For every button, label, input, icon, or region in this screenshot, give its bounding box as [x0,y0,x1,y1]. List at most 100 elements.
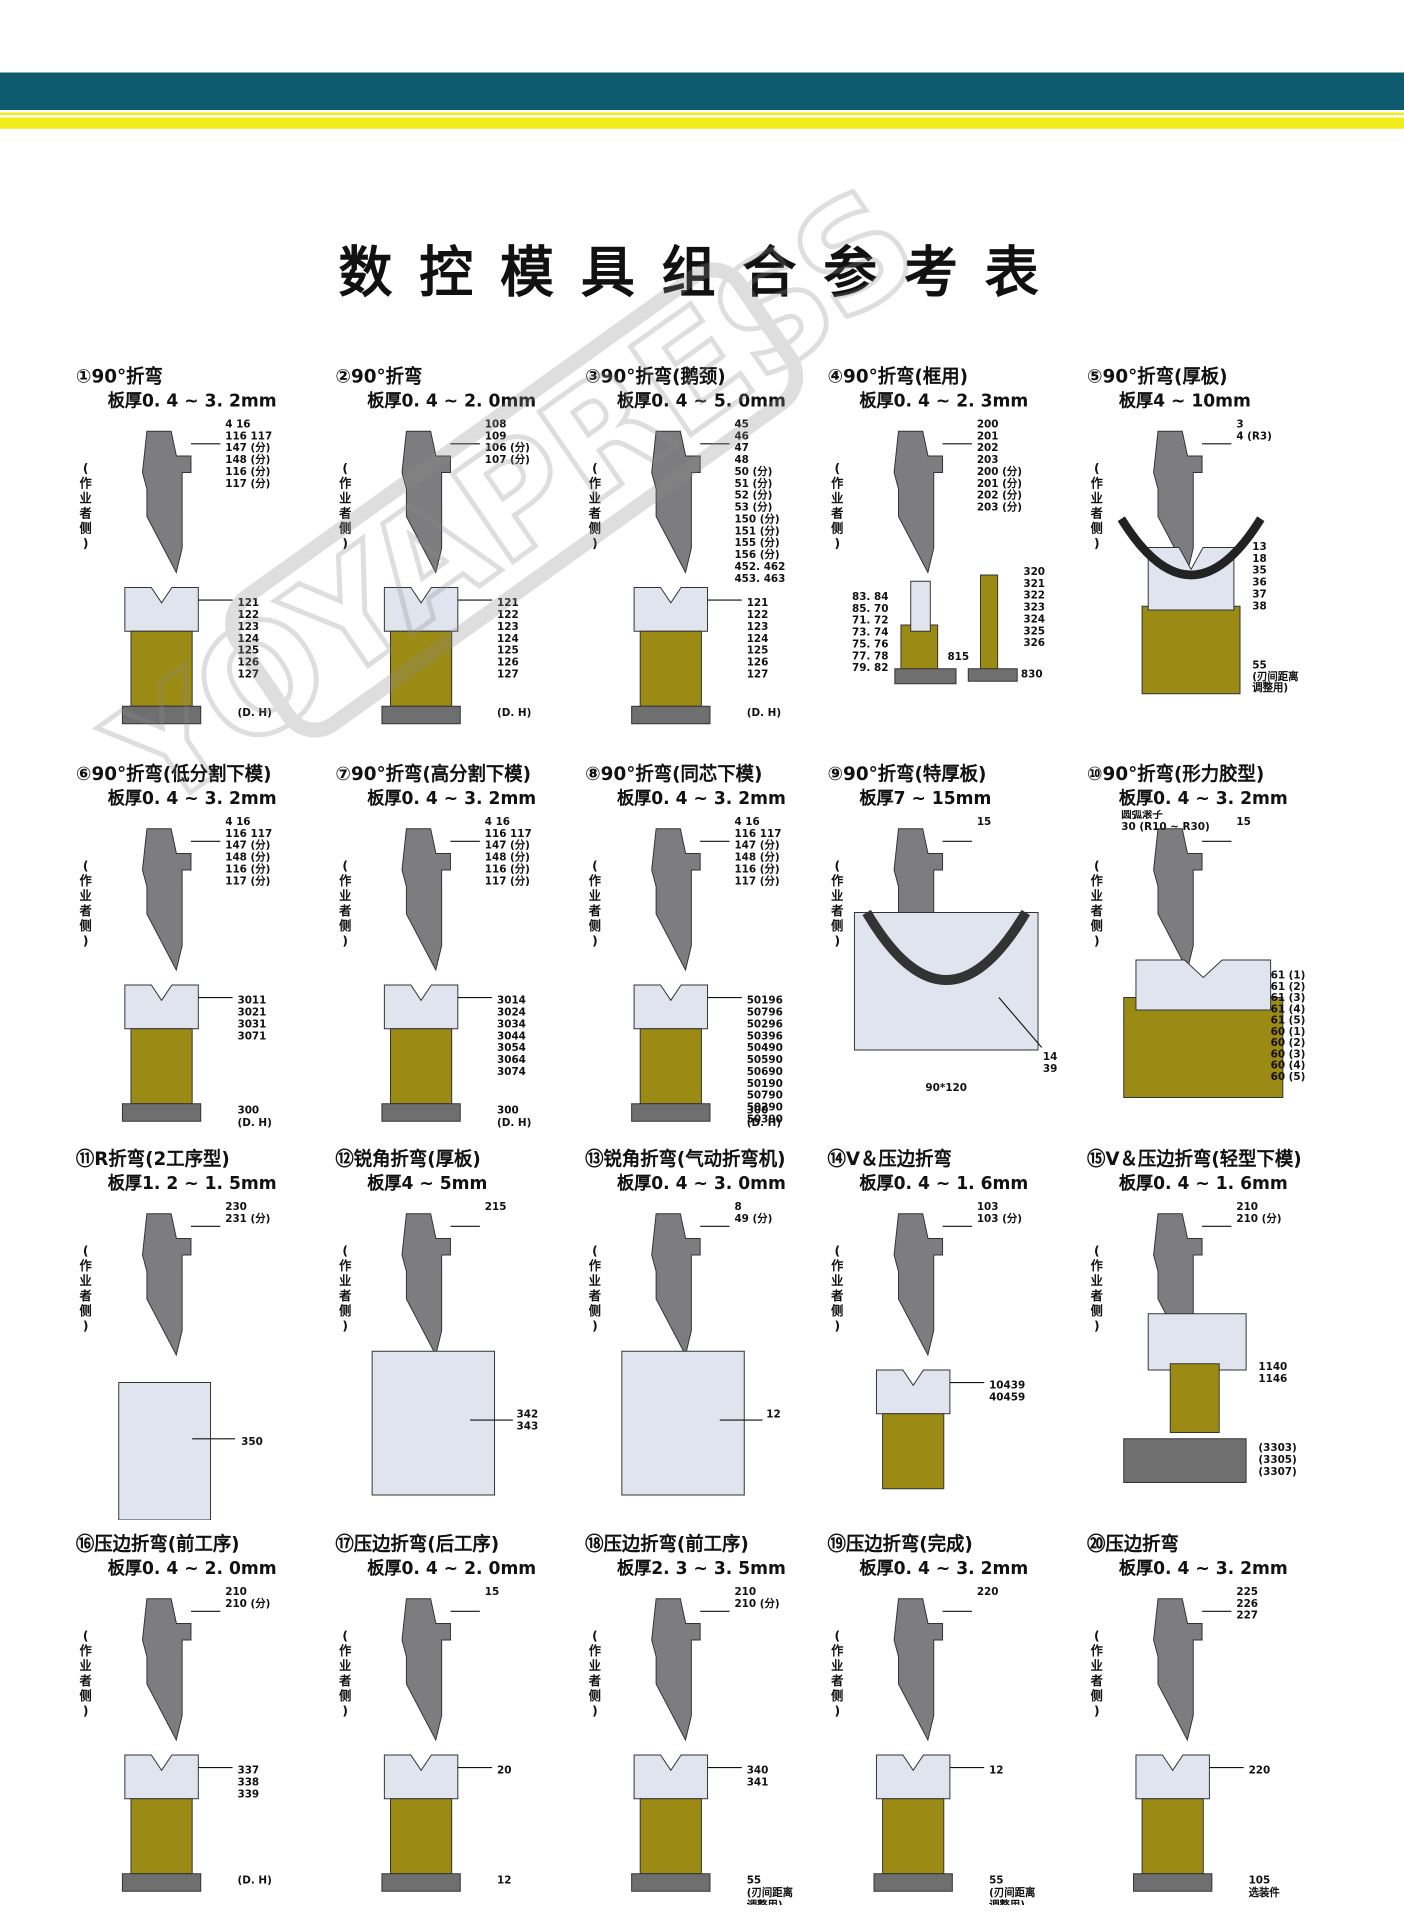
die-part-number: 126 [497,657,519,669]
operator-side-label: 侧 [339,1688,351,1703]
cell-label: ⑮V＆压边折弯(轻型下模) [1087,1147,1302,1171]
base-plate [967,668,1018,682]
base-part-number: 300 [747,1105,769,1117]
punch-tool [401,430,451,574]
operator-side-label: 业 [80,1273,92,1288]
die-part-number: 10439 [989,1380,1025,1392]
die-part-number: 220 [1249,1765,1271,1777]
punch-part-number: 15 [977,816,991,828]
die-part-number: 3054 [497,1042,526,1054]
punch-part-number: 48 [734,454,748,466]
cell-label: ①90°折弯 [75,365,163,388]
operator-side-label: 作 [1091,475,1104,490]
punch-part-number: 116 (分) [225,465,270,478]
punch-part-number: 107 (分) [485,453,530,466]
cell-label: ⑩90°折弯(形力胶型) [1087,762,1265,786]
operator-side-label: ) [834,536,840,550]
operator-side-label: 者 [830,505,843,520]
die-part-number: 126 [747,657,769,669]
die-part-number: 122 [747,609,769,621]
cell-thickness: 板厚0. 4 ~ 2. 0mm [367,1558,537,1579]
die-part-number: 3064 [497,1054,526,1066]
punch-part-number: 203 [977,454,999,466]
operator-side-label: 者 [338,903,351,918]
die-holder [882,1413,945,1490]
punch-part-number: 231 (分) [225,1212,270,1225]
die-part-number: 85. 70 [852,603,888,615]
die-part-number: 12 [989,1765,1003,1777]
die-part-number: 125 [497,645,519,657]
operator-side-label: ( [83,1244,89,1258]
cell-label: ⑳压边折弯 [1087,1532,1179,1556]
punch-tool [1153,430,1203,574]
operator-side-label: 侧 [831,918,843,933]
punch-tool [141,1213,192,1357]
punch-tool [401,828,451,972]
base-plate [631,1103,711,1122]
operator-side-label: 作 [831,1258,844,1273]
punch-part-number: 46 [734,430,748,442]
punch-part-number: 453. 463 [734,573,785,585]
die-part-number: 38 [1252,600,1266,612]
die-block [383,984,459,1030]
operator-side-label: 者 [588,1673,601,1688]
operator-side-label: ) [342,536,348,550]
die-part-number: 323 [1023,602,1045,614]
punch-part-number: 147 (分) [225,839,270,852]
die-part-number: 14 [1043,1051,1057,1063]
die-block [875,1754,951,1800]
operator-side-label: ( [83,461,89,475]
operator-side-label: ) [592,1704,598,1718]
punch-part-number: 116 (分) [225,862,270,875]
punch-tool [893,1213,944,1357]
cell-thickness: 板厚0. 4 ~ 2. 0mm [107,1558,277,1579]
punch-part-number: 215 [485,1201,507,1213]
cell-thickness: 板厚7 ~ 15mm [859,788,992,809]
operator-side-label: 侧 [831,1303,843,1318]
die-part-number: 50190 [747,1078,783,1090]
die-part-number: 343 [517,1420,539,1432]
die-part-number: 342 [517,1408,539,1420]
cell-label: ⑰压边折弯(后工序) [335,1532,500,1556]
operator-side-label: 业 [1091,1273,1103,1288]
die-part-number: 325 [1023,625,1045,637]
die-holder [639,1798,702,1875]
operator-side-label: ( [342,1629,348,1643]
die-part-number: 126 [237,657,259,669]
cell-thickness: 板厚0. 4 ~ 3. 2mm [107,788,277,809]
die-part-number: 50796 [747,1007,783,1019]
punch-tool [401,1598,451,1742]
punch-part-number: 51 (分) [734,477,772,490]
punch-part-number: 117 (分) [734,874,779,887]
punch-part-number: 116 117 [225,828,272,840]
die-block [124,984,199,1030]
operator-side-label: 作 [339,1643,352,1658]
punch-part-number: 47 [734,442,748,454]
die-part-number: 13 [1252,541,1266,553]
die-part-number: 125 [747,645,769,657]
cell-thickness: 板厚0. 4 ~ 3. 2mm [859,1558,1029,1579]
die-block [1147,1313,1247,1371]
punch-tool [141,1598,192,1742]
die-part-number: 75. 76 [852,638,888,650]
punch-part-number: 4 16 [485,816,510,828]
base-part-number: (刃间距离 [747,1886,794,1899]
punch-tool [141,828,192,972]
die-part-number: 50396 [747,1030,783,1042]
die-part-number: 326 [1023,637,1045,649]
punch-part-number: 147 (分) [225,441,270,454]
punch-part-number: 53 (分) [734,501,772,514]
cell-label: ⑤90°折弯(厚板) [1087,365,1228,388]
punch-part-number: 148 (分) [485,851,530,864]
